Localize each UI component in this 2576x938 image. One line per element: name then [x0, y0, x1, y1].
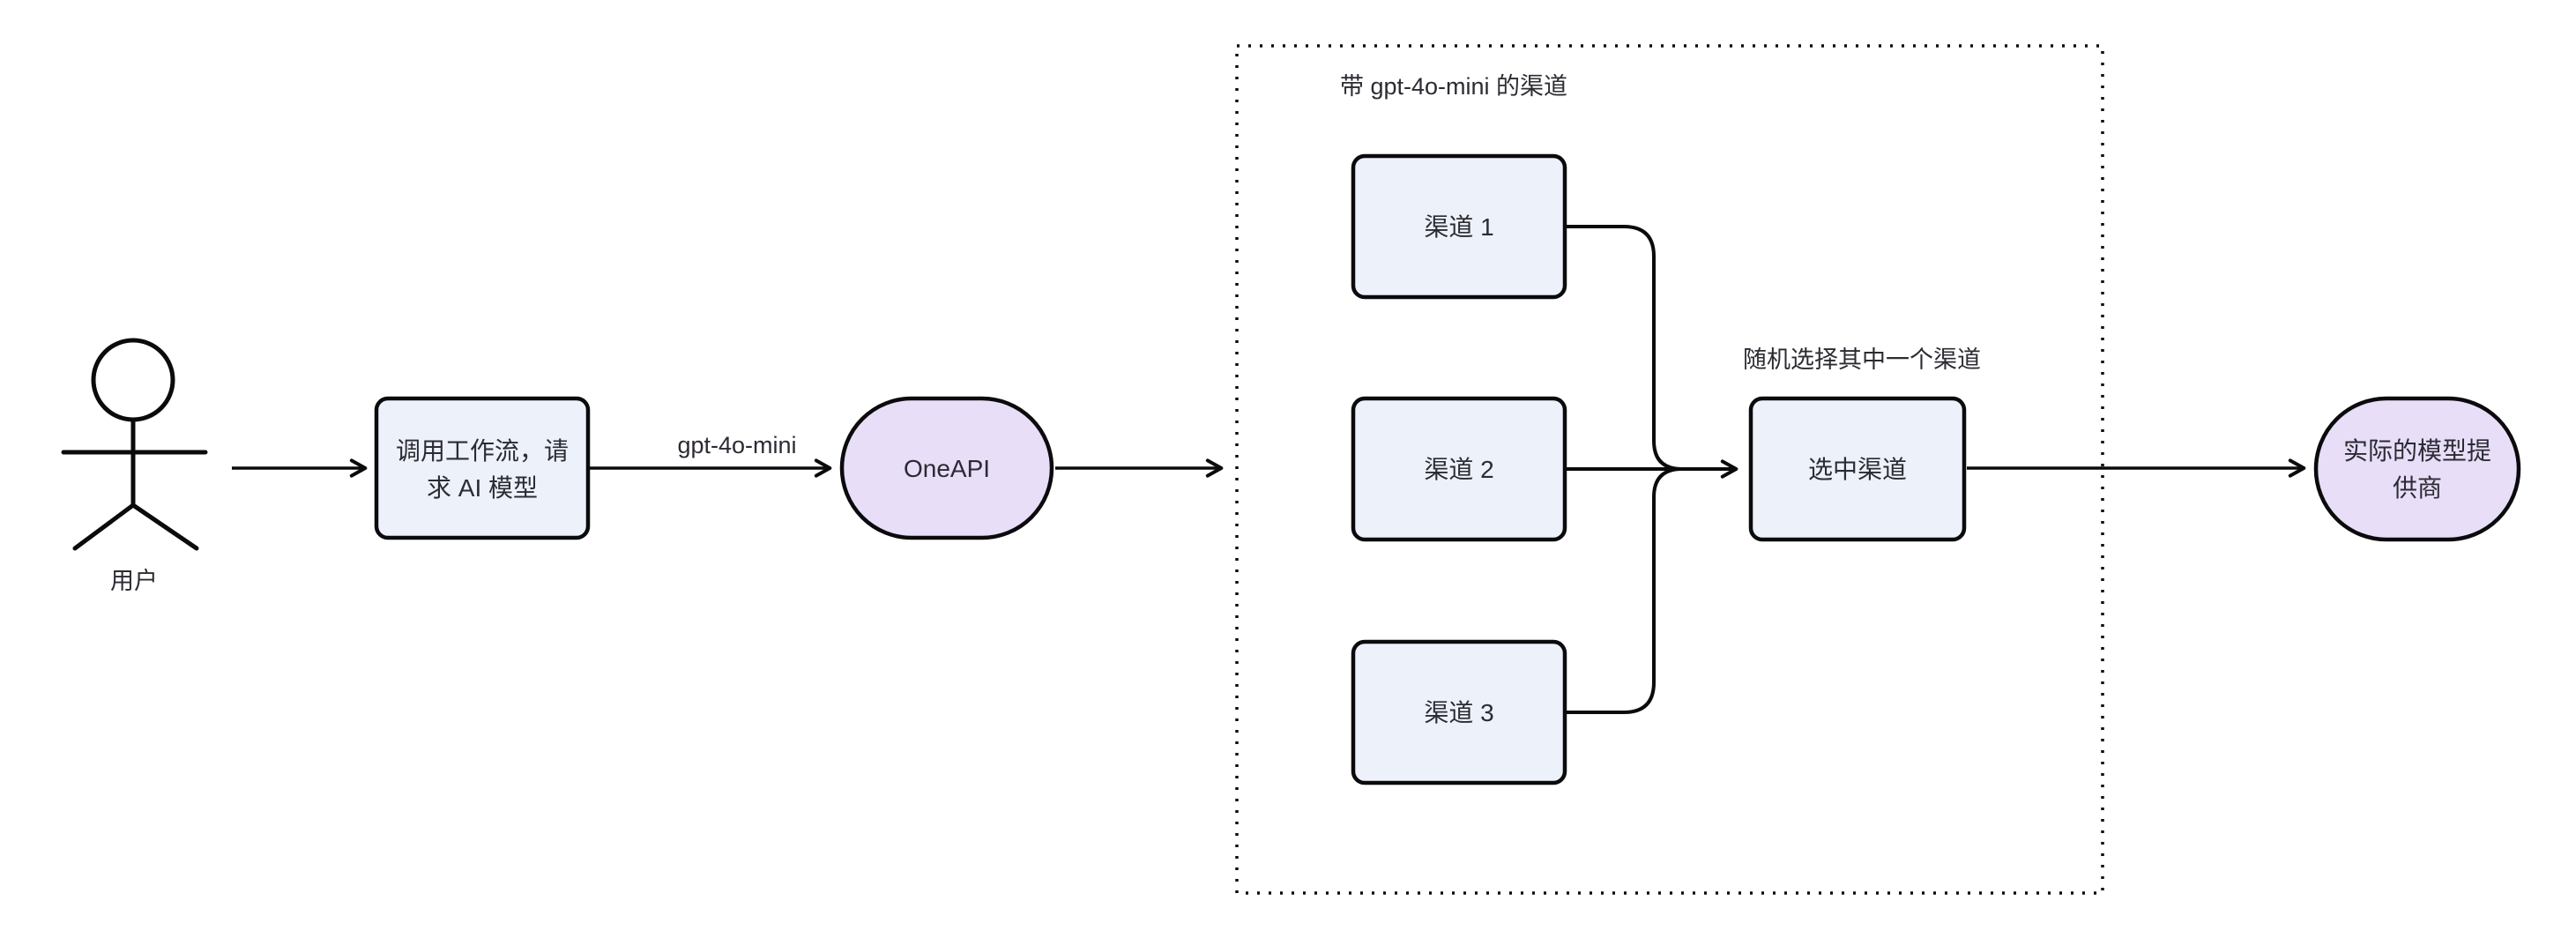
- channel-1-node: 渠道 1: [1351, 153, 1567, 300]
- selected-channel-label: 选中渠道: [1808, 456, 1907, 483]
- actor-left-leg: [72, 502, 136, 551]
- provider-node-label-line2: 供商: [2393, 474, 2442, 502]
- selected-channel-node: 选中渠道: [1748, 396, 1967, 542]
- workflow-node-shape: [374, 396, 591, 540]
- oneapi-node-label: OneAPI: [904, 455, 990, 482]
- actor-right-leg: [130, 502, 199, 551]
- provider-node-shape: [2313, 396, 2521, 542]
- subgraph-title: 带 gpt-4o-mini 的渠道: [1340, 73, 1567, 100]
- workflow-node-label-line2: 求 AI 模型: [427, 474, 538, 502]
- actor-head: [91, 338, 175, 422]
- subgraph-border: [1235, 44, 2104, 895]
- channel-3-label: 渠道 3: [1424, 699, 1493, 726]
- actor-label: 用户: [110, 568, 158, 594]
- connector-channel3-to-merge: [1565, 467, 1683, 714]
- oneapi-node-shape: [839, 396, 1054, 540]
- channel-1-label: 渠道 1: [1424, 213, 1493, 241]
- channel-2-label: 渠道 2: [1424, 456, 1493, 483]
- random-select-annotation: 随机选择其中一个渠道: [1743, 346, 1981, 373]
- workflow-node: 调用工作流，请 求 AI 模型: [374, 396, 591, 540]
- channel-3-node: 渠道 3: [1351, 639, 1567, 785]
- user-actor-node: 用户: [61, 338, 208, 594]
- provider-node: 实际的模型提 供商: [2313, 396, 2521, 542]
- channel-2-node: 渠道 2: [1351, 396, 1567, 542]
- connector-channel1-to-merge: [1565, 225, 1683, 471]
- provider-node-label-line1: 实际的模型提: [2343, 437, 2491, 465]
- subgraph-channels: 带 gpt-4o-mini 的渠道 渠道 1 渠道 2 渠道 3 随机选择其中一…: [1235, 44, 2104, 895]
- edge-model-label: gpt-4o-mini: [677, 432, 796, 458]
- workflow-node-label-line1: 调用工作流，请: [396, 437, 569, 465]
- oneapi-node: OneAPI: [839, 396, 1054, 540]
- selected-channel-shape: [1748, 396, 1967, 542]
